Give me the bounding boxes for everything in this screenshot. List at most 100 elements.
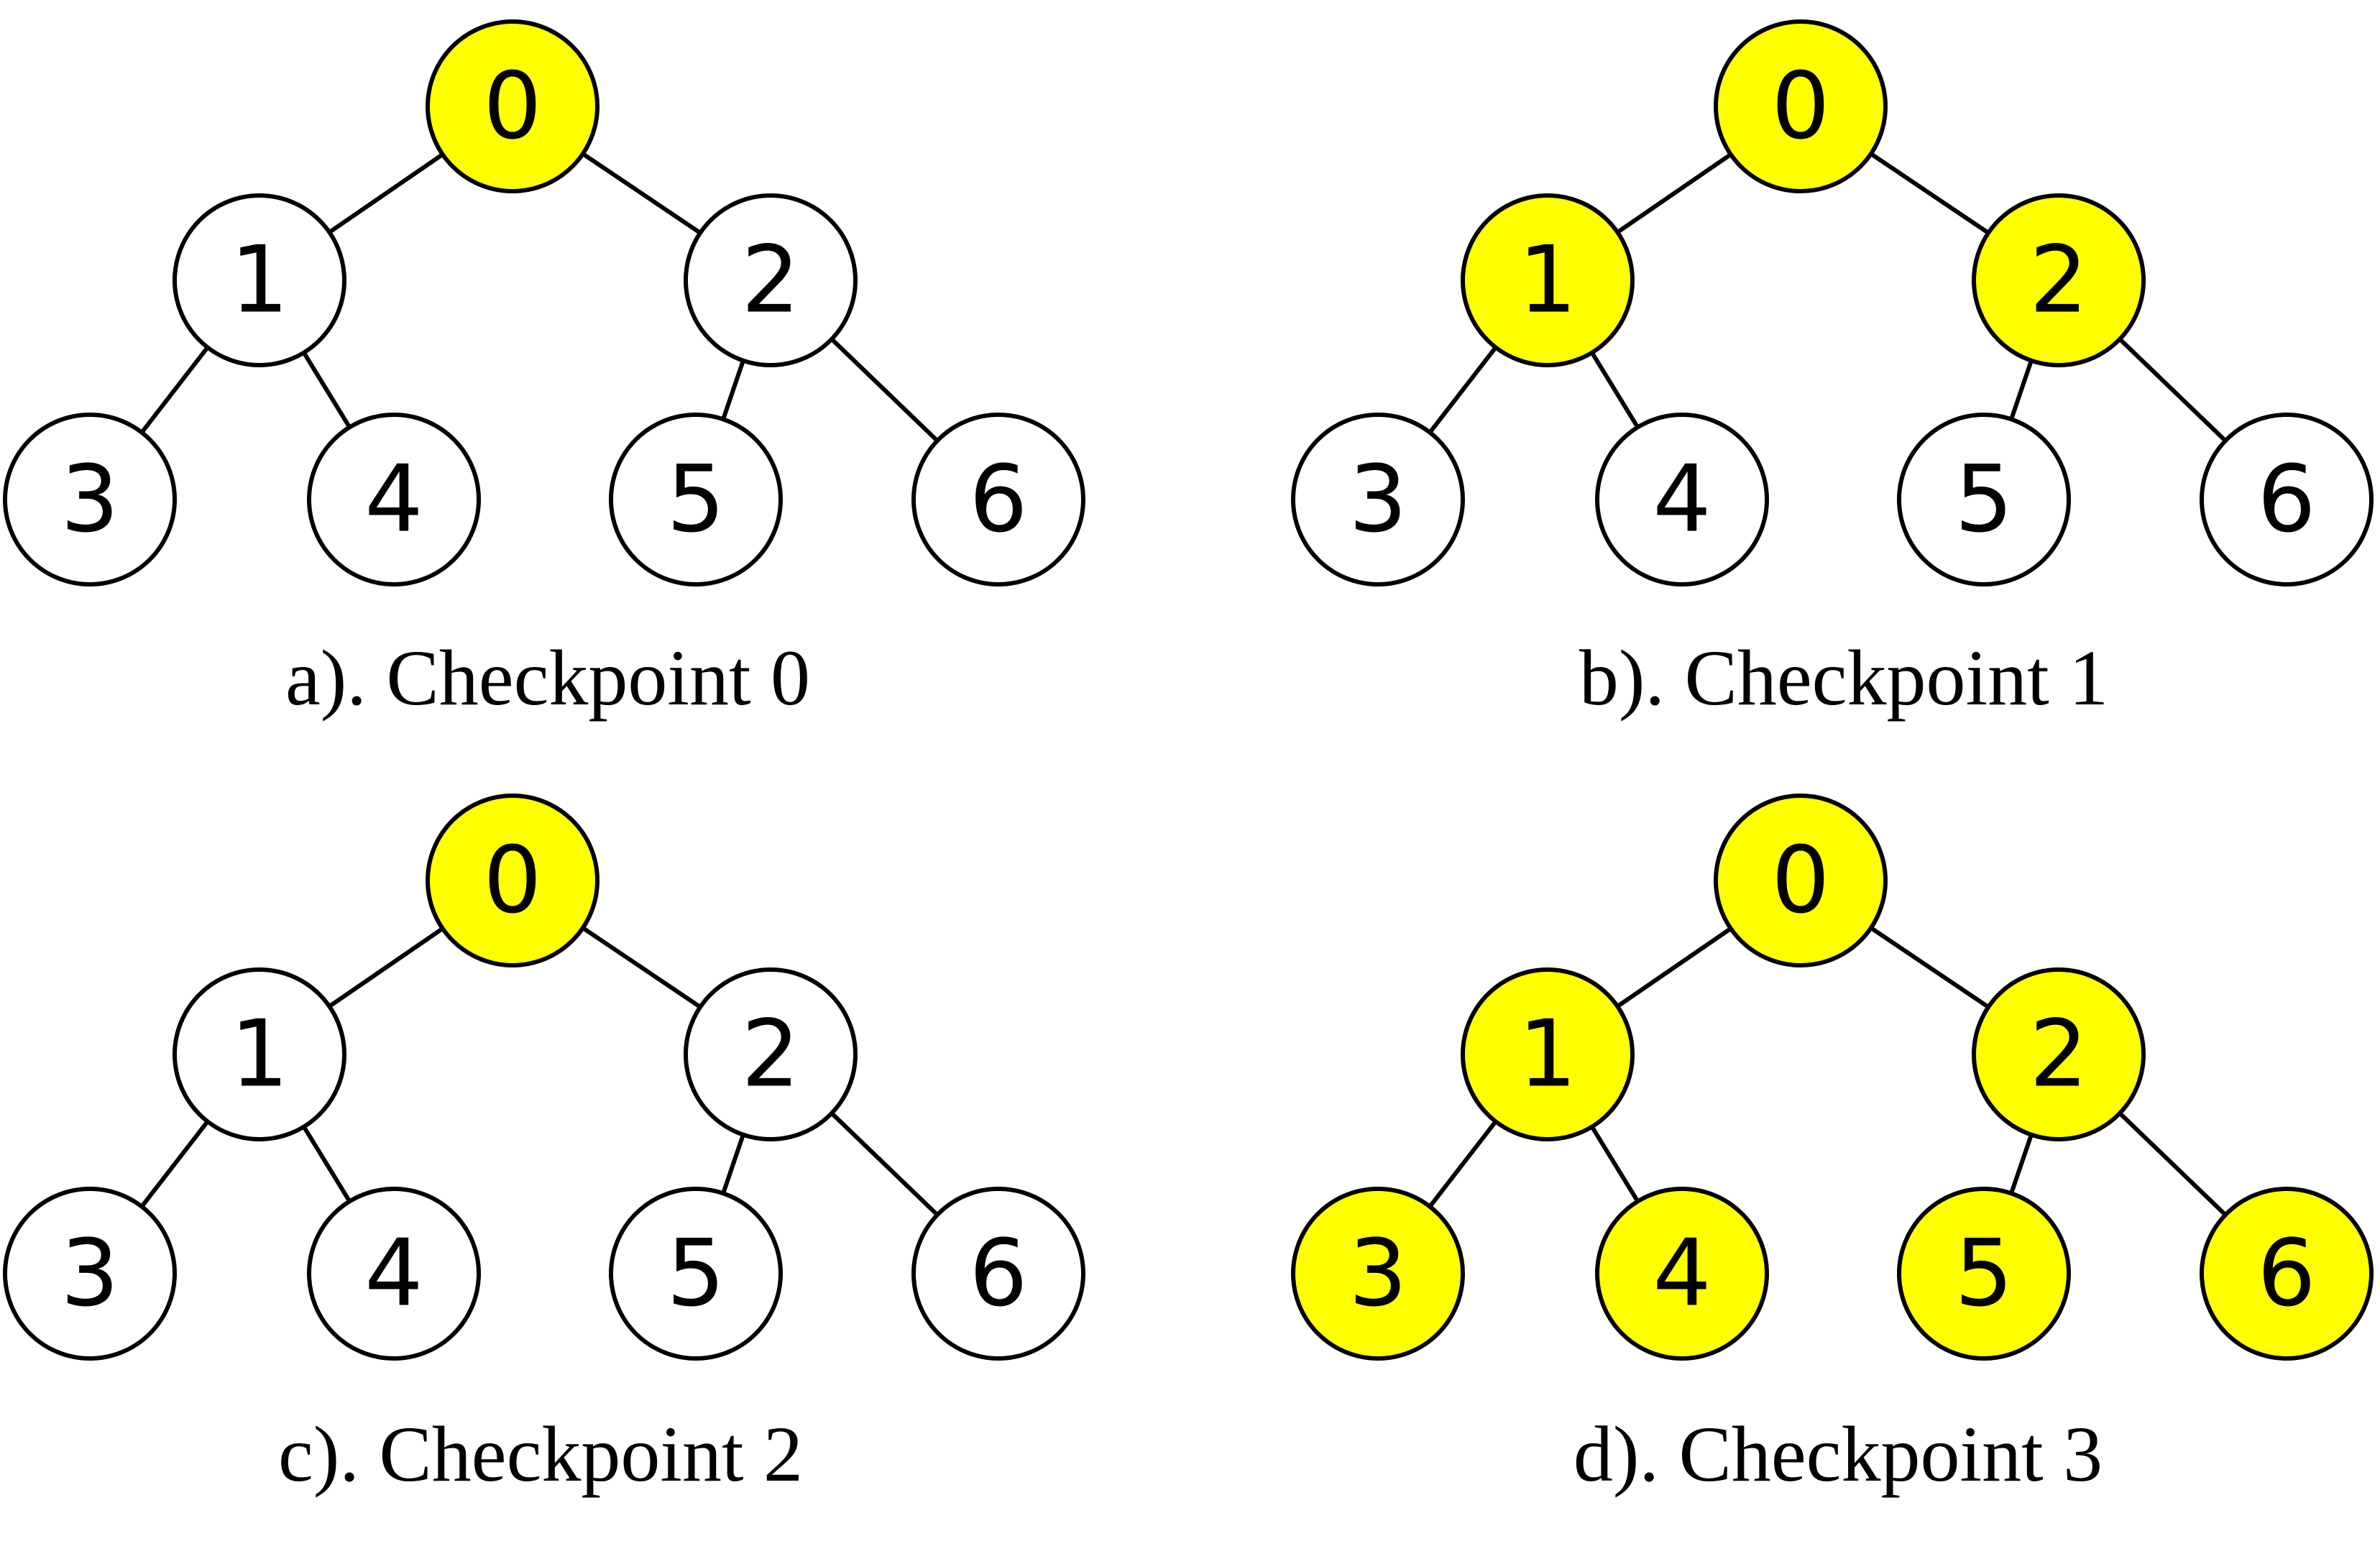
node-label: 3 xyxy=(60,446,119,553)
node-4-highlighted: 4 xyxy=(1595,1187,1769,1361)
node-circle xyxy=(1897,413,2071,587)
node-0-highlighted: 0 xyxy=(1714,794,1888,967)
panel-2: 0 1 2 3 4 5 6 c). Checkpoint 2 xyxy=(3,794,1085,1498)
node-circle xyxy=(911,413,1085,587)
node-circle xyxy=(1714,794,1888,967)
node-circle xyxy=(3,413,177,587)
edge-2-6 xyxy=(830,1111,939,1217)
node-circle xyxy=(1595,413,1769,587)
panel-0: 0 1 2 3 4 5 6 a). Checkpoint 0 xyxy=(3,19,1085,722)
node-label: 2 xyxy=(741,1001,799,1108)
node-circle xyxy=(609,1187,783,1361)
node-label: 5 xyxy=(1954,446,2013,553)
node-6: 6 xyxy=(911,1187,1085,1361)
node-circle xyxy=(426,19,599,193)
node-circle xyxy=(1291,1187,1465,1361)
edge-2-5 xyxy=(2009,1133,2034,1195)
panel-caption: d). Checkpoint 3 xyxy=(1573,1410,2103,1498)
panel-caption: a). Checkpoint 0 xyxy=(285,634,810,722)
node-label: 4 xyxy=(364,446,423,553)
node-1-highlighted: 1 xyxy=(1461,193,1635,367)
node-0-highlighted: 0 xyxy=(1714,19,1888,193)
node-label: 5 xyxy=(1954,1220,2013,1328)
node-5: 5 xyxy=(609,413,783,587)
edge-1-4 xyxy=(302,351,352,428)
edge-2-5 xyxy=(721,359,745,420)
node-circle xyxy=(1972,967,2146,1141)
edge-1-3 xyxy=(139,346,210,434)
node-circle xyxy=(173,967,346,1141)
node-0-highlighted: 0 xyxy=(426,19,599,193)
node-label: 4 xyxy=(1653,446,1711,553)
node-4: 4 xyxy=(307,1187,481,1361)
node-circle xyxy=(307,1187,481,1361)
node-label: 6 xyxy=(2257,1220,2315,1328)
node-label: 5 xyxy=(666,446,725,553)
edge-0-2 xyxy=(1870,152,1990,235)
node-circle xyxy=(1714,19,1888,193)
node-1: 1 xyxy=(173,193,346,367)
edge-0-2 xyxy=(582,152,702,235)
node-label: 2 xyxy=(2029,1001,2087,1108)
edge-1-4 xyxy=(1590,1126,1640,1202)
node-5: 5 xyxy=(1897,413,2071,587)
node-label: 1 xyxy=(1518,1001,1576,1108)
node-circle xyxy=(307,413,481,587)
edge-1-4 xyxy=(1590,351,1640,428)
node-label: 0 xyxy=(483,827,541,934)
node-circle xyxy=(684,967,858,1141)
edge-0-1 xyxy=(1616,152,1732,234)
node-circle xyxy=(684,193,858,367)
node-label: 1 xyxy=(230,1001,288,1108)
node-2: 2 xyxy=(684,193,858,367)
node-circle xyxy=(609,413,783,587)
node-label: 3 xyxy=(60,1220,119,1328)
node-label: 6 xyxy=(2257,446,2315,553)
node-circle xyxy=(2200,1187,2374,1361)
node-circle xyxy=(173,193,346,367)
edge-1-4 xyxy=(302,1126,352,1202)
edge-0-2 xyxy=(1870,926,1990,1009)
node-circle xyxy=(911,1187,1085,1361)
node-5-highlighted: 5 xyxy=(1897,1187,2071,1361)
node-label: 6 xyxy=(969,1220,1027,1328)
edge-2-5 xyxy=(721,1133,745,1195)
edge-0-1 xyxy=(328,926,444,1008)
node-circle xyxy=(3,1187,177,1361)
node-circle xyxy=(426,794,599,967)
node-label: 5 xyxy=(666,1220,725,1328)
edge-2-6 xyxy=(830,337,939,443)
node-4: 4 xyxy=(1595,413,1769,587)
node-5: 5 xyxy=(609,1187,783,1361)
node-2-highlighted: 2 xyxy=(1972,193,2146,367)
panel-caption: b). Checkpoint 1 xyxy=(1579,634,2108,722)
edge-2-5 xyxy=(2009,359,2034,420)
node-circle xyxy=(2200,413,2374,587)
node-label: 2 xyxy=(2029,227,2087,334)
node-label: 3 xyxy=(1348,446,1407,553)
node-1-highlighted: 1 xyxy=(1461,967,1635,1141)
node-6: 6 xyxy=(911,413,1085,587)
panel-1: 01 2 3 4 5 6 b). Checkpoint 1 xyxy=(1291,19,2374,722)
node-4: 4 xyxy=(307,413,481,587)
node-circle xyxy=(1291,413,1465,587)
node-3: 3 xyxy=(3,1187,177,1361)
node-1: 1 xyxy=(173,967,346,1141)
edge-1-3 xyxy=(139,1120,210,1208)
node-label: 4 xyxy=(364,1220,423,1328)
node-circle xyxy=(1595,1187,1769,1361)
node-2-highlighted: 2 xyxy=(1972,967,2146,1141)
edge-2-6 xyxy=(2118,1111,2228,1217)
edge-2-6 xyxy=(2118,337,2228,443)
node-label: 0 xyxy=(483,53,541,160)
edge-0-2 xyxy=(582,926,702,1009)
node-circle xyxy=(1461,193,1635,367)
panel-caption: c). Checkpoint 2 xyxy=(278,1410,803,1498)
node-0-highlighted: 0 xyxy=(426,794,599,967)
node-circle xyxy=(1461,967,1635,1141)
node-label: 1 xyxy=(230,227,288,334)
node-label: 0 xyxy=(1771,827,1829,934)
node-circle xyxy=(1972,193,2146,367)
